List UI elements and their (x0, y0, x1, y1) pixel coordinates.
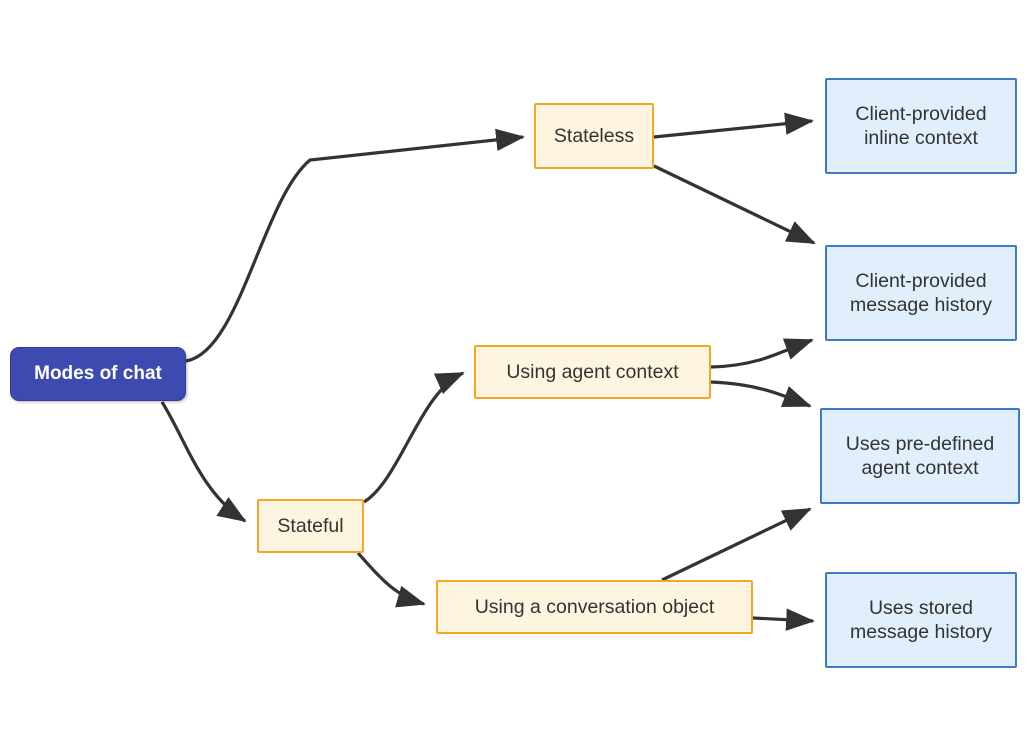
node-label-agent-context: Using agent context (506, 360, 679, 383)
edge-conversation-object-to-predefined (661, 507, 812, 582)
edge-stateless-to-message-history (653, 164, 816, 245)
node-stateful[interactable]: Stateful (257, 499, 364, 553)
edge-root-to-stateful (160, 401, 247, 523)
edge-stateful-to-agent-context (363, 371, 465, 504)
node-label-conversation-object: Using a conversation object (474, 595, 715, 618)
edge-root-to-stateless (185, 128, 525, 363)
node-label-stateful: Stateful (277, 514, 344, 537)
edge-stateless-to-inline-context (653, 112, 814, 139)
node-inline-context[interactable]: Client-provided inline context (825, 78, 1017, 174)
node-root[interactable]: Modes of chat (10, 347, 186, 401)
node-label-root: Modes of chat (34, 363, 162, 385)
edge-agent-context-to-message-history (710, 338, 814, 369)
node-agent-context[interactable]: Using agent context (474, 345, 711, 399)
node-stored-message-history[interactable]: Uses stored message history (825, 572, 1017, 668)
node-label-message-history: Client-provided message history (850, 269, 992, 316)
node-label-predefined-agent-context: Uses pre-defined agent context (845, 432, 995, 479)
node-conversation-object[interactable]: Using a conversation object (436, 580, 753, 634)
node-predefined-agent-context[interactable]: Uses pre-defined agent context (820, 408, 1020, 504)
node-label-inline-context: Client-provided inline context (855, 102, 987, 149)
edge-stateful-to-conversation-object (356, 551, 426, 608)
node-label-stored-message-history: Uses stored message history (850, 596, 992, 643)
edge-agent-context-to-predefined (710, 380, 812, 408)
node-stateless[interactable]: Stateless (534, 103, 654, 169)
node-message-history[interactable]: Client-provided message history (825, 245, 1017, 341)
edge-conversation-object-to-stored (752, 608, 815, 631)
node-label-stateless: Stateless (553, 124, 635, 147)
